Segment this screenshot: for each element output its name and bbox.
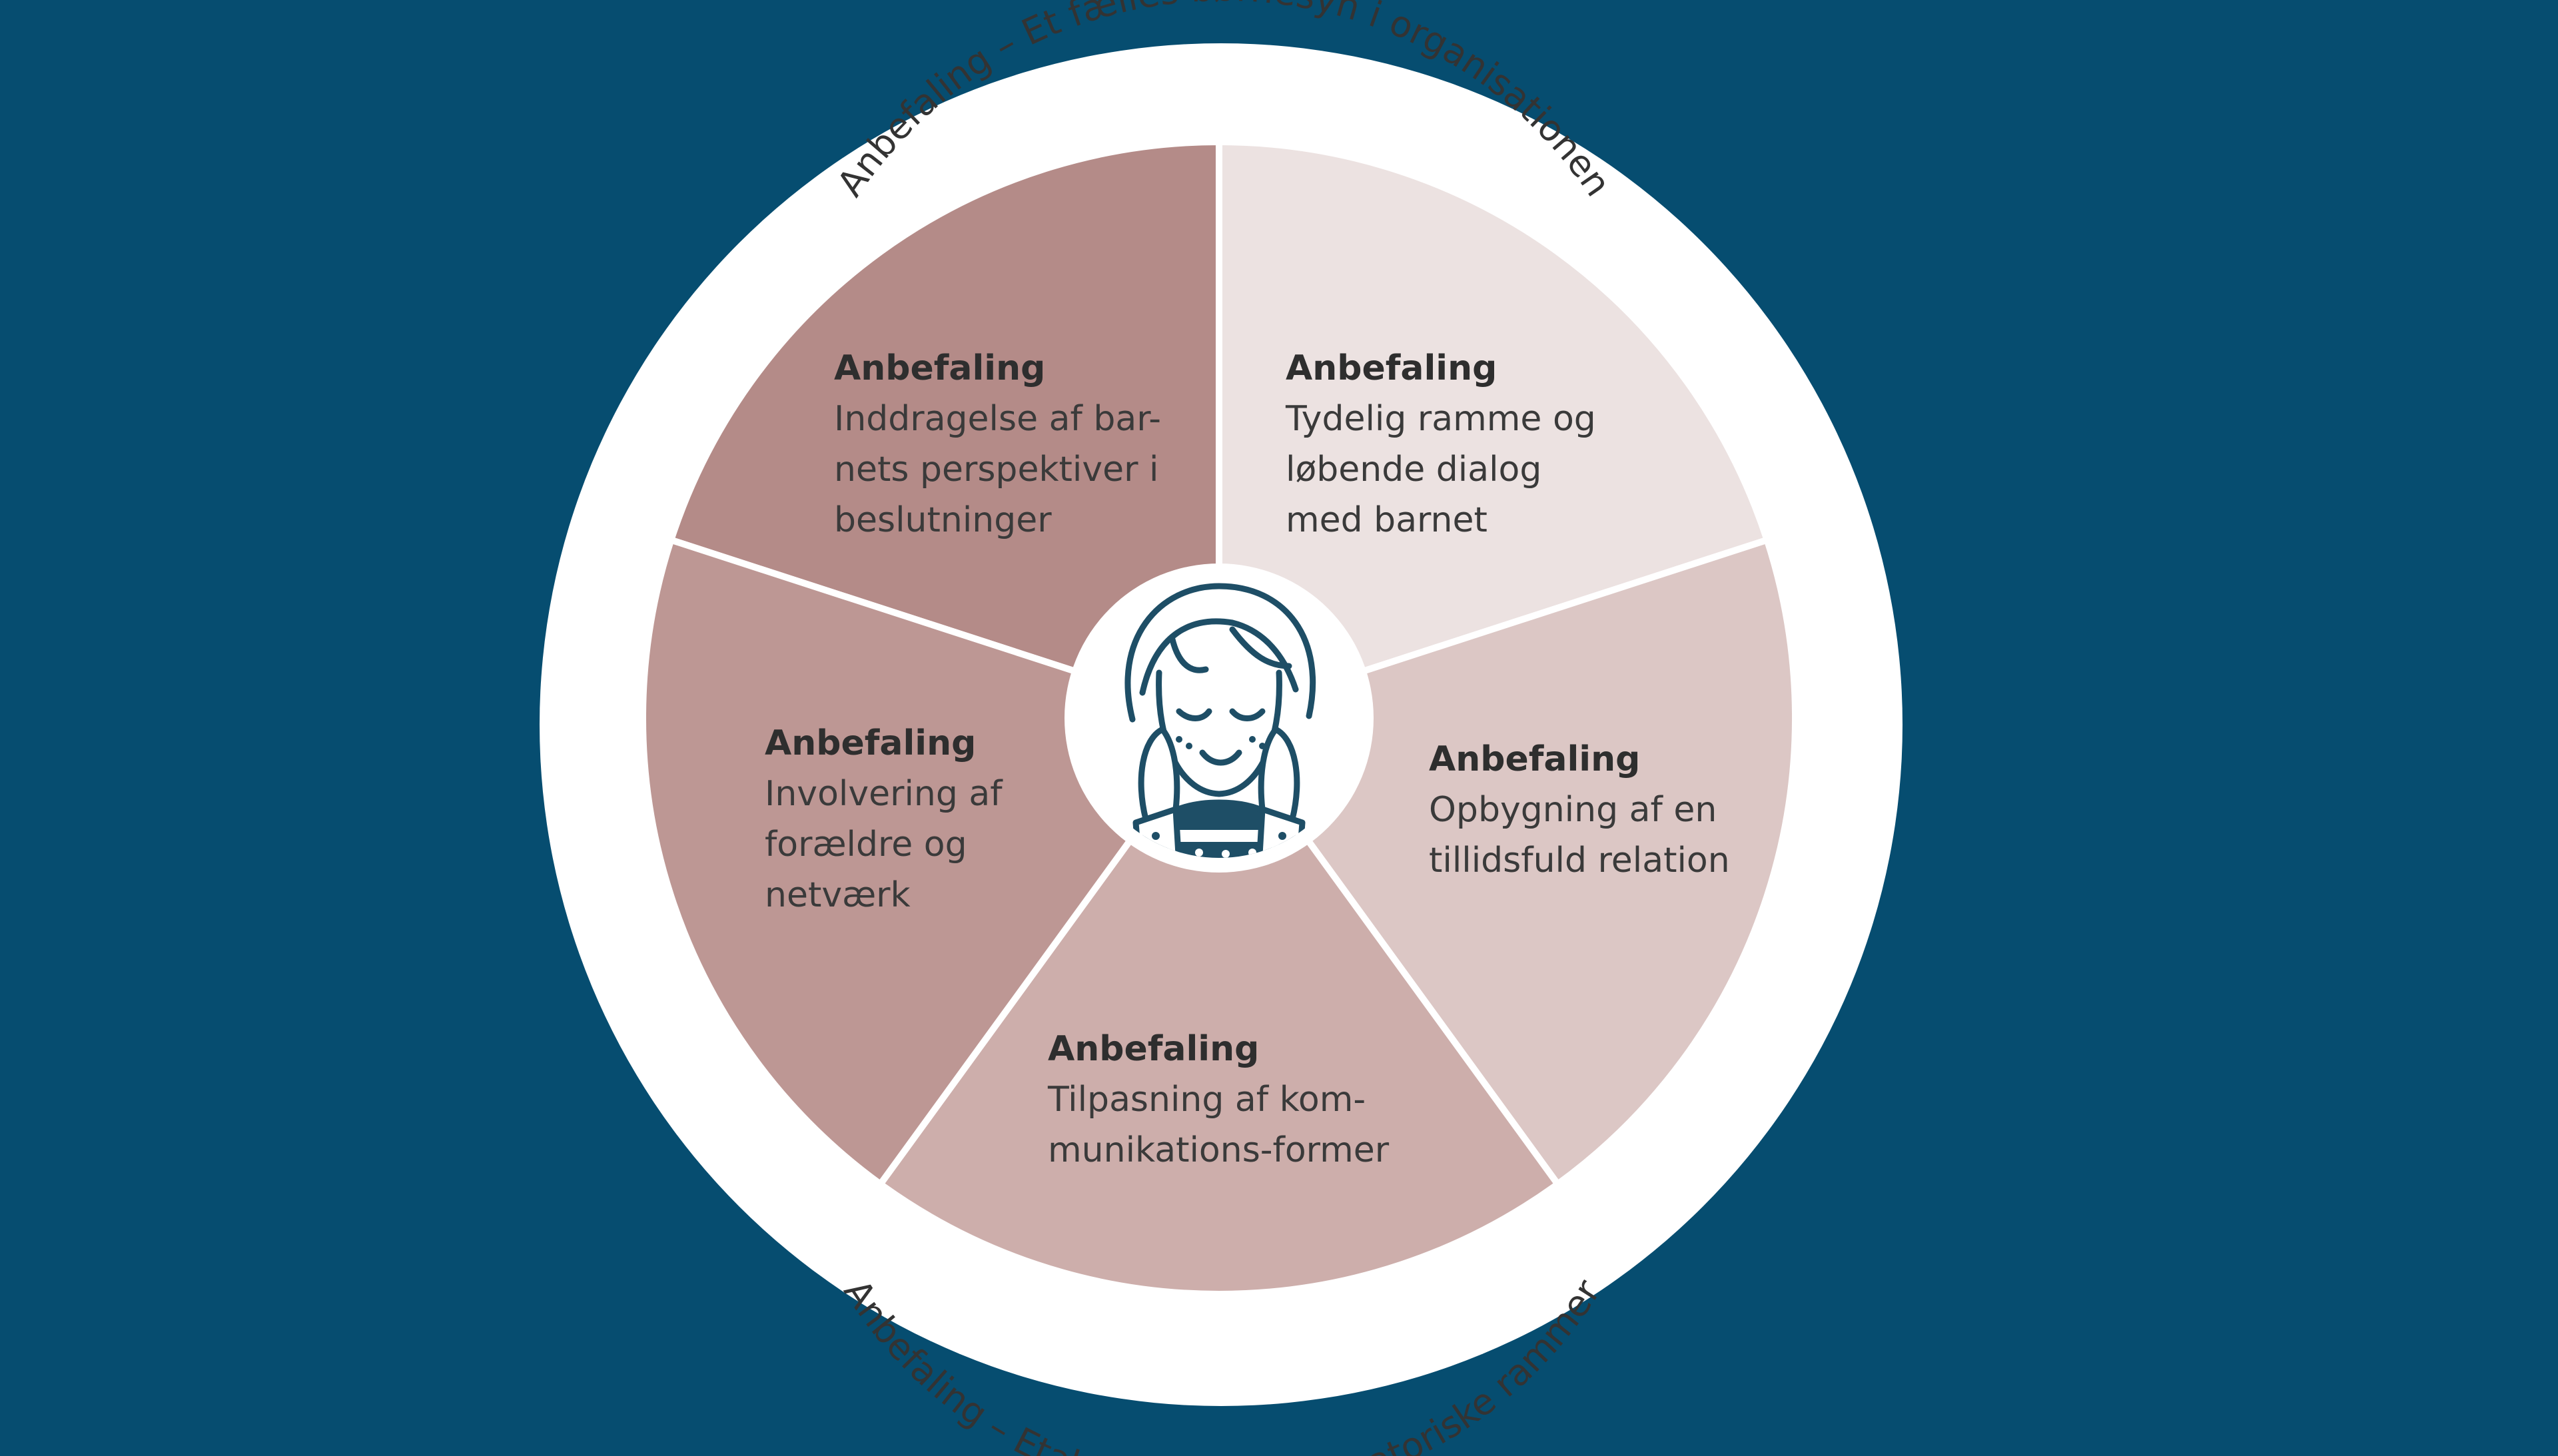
segment-top-left xyxy=(667,139,1222,721)
segment-text-line: løbende dialog xyxy=(1286,450,1542,490)
segment-text-line: Inddragelse af bar- xyxy=(834,399,1162,439)
segment-text-line: Tilpasning af kom- xyxy=(1048,1080,1366,1120)
segment-label-top-left: Anbefaling Inddragelse af bar- nets pers… xyxy=(834,343,1161,546)
segment-label-right: Anbefaling Opbygning af en tillidsfuld r… xyxy=(1429,734,1730,886)
segment-text-line: forældre og xyxy=(765,825,967,865)
segment-text-line: Opbygning af en xyxy=(1429,790,1717,830)
segment-top-right xyxy=(1216,139,1771,721)
segment-text-line: munikations-former xyxy=(1048,1130,1390,1170)
segment-heading: Anbefaling xyxy=(834,348,1046,388)
segment-heading: Anbefaling xyxy=(1048,1029,1260,1069)
segment-text-line: med barnet xyxy=(1286,500,1488,540)
segment-text-line: netværk xyxy=(765,875,911,915)
segment-bottom xyxy=(877,715,1561,1297)
segment-text-line: tillidsfuld relation xyxy=(1429,841,1730,881)
segment-label-top-right: Anbefaling Tydelig ramme og løbende dial… xyxy=(1286,343,1596,546)
segment-heading: Anbefaling xyxy=(1429,739,1641,779)
segment-text-line: beslutninger xyxy=(834,500,1052,540)
segment-label-bottom: Anbefaling Tilpasning af kom- munikation… xyxy=(1048,1024,1389,1176)
segment-text-line: Tydelig ramme og xyxy=(1286,399,1596,439)
segment-heading: Anbefaling xyxy=(1286,348,1497,388)
segment-heading: Anbefaling xyxy=(765,723,977,763)
segment-text-line: nets perspektiver i xyxy=(834,450,1159,490)
girl-face-hands-on-cheeks-icon xyxy=(1065,563,1374,873)
segments-group xyxy=(639,139,1799,1297)
segment-text-line: Involvering af xyxy=(765,774,1003,814)
segment-label-left: Anbefaling Involvering af forældre og ne… xyxy=(765,718,1003,920)
